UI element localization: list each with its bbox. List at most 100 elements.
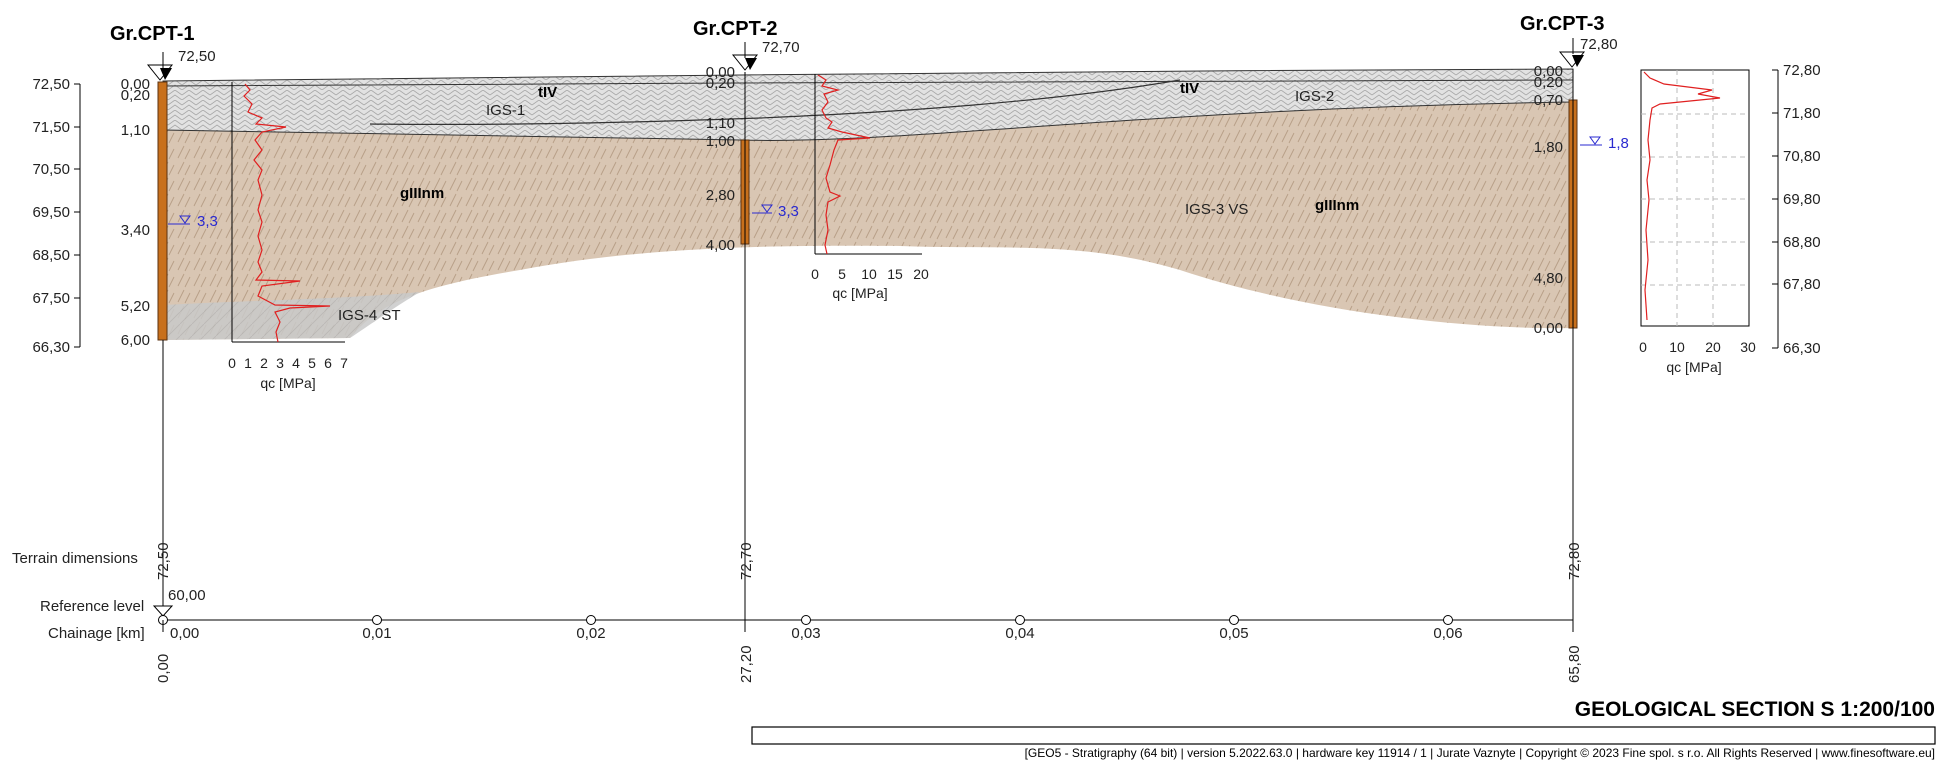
terrain-value: 72,80 [1566,542,1583,580]
soil-label-igs3: IGS-3 VS [1185,201,1248,218]
soil-label-gIIInm: gIIInm [1315,197,1359,214]
depth-label: 0,20 [1534,74,1563,91]
borehole-gr-cpt-3[interactable]: Gr.CPT-3 72,80 0,00 0,20 0,70 1,80 4,80 … [1520,13,1629,620]
borehole-name: Gr.CPT-1 [110,23,194,45]
elevation-marker-fill-icon [1572,55,1584,67]
cpt-tick: 0 [228,355,236,371]
borehole-gr-cpt-2[interactable]: Gr.CPT-2 72,70 0,00 0,20 1,10 1,00 2,80 … [693,18,800,620]
depth-label: 4,80 [1534,270,1563,287]
groundwater-icon [761,204,773,213]
soil-label-gIIInm: gIIInm [400,185,444,202]
chainage-tick: 0,01 [362,625,391,642]
terrain-value: 72,70 [738,542,755,580]
cpt-axis-label: qc [MPa] [1666,359,1721,375]
clay-layer-igs4 [163,292,420,340]
borehole-name: Gr.CPT-2 [693,18,777,40]
cpt-chart-3: 0 10 20 30 qc [MPa] [1639,69,1756,375]
left-axis-tick: 70,50 [32,161,70,178]
depth-label: 0,00 [121,76,150,93]
chainage-tick: 0,04 [1005,625,1034,642]
borehole-column [157,81,168,341]
groundwater-level: 3,3 [778,203,799,220]
chainage-tick: 0,03 [791,625,820,642]
borehole-chainage: 27,20 [738,645,755,683]
terrain-dimensions-row: Terrain dimensions 72,50 72,70 72,80 [12,542,1583,580]
left-elevation-axis: 72,50 71,50 70,50 69,50 68,50 67,50 66,3… [32,76,81,356]
borehole-name: Gr.CPT-3 [1520,13,1604,35]
left-axis-tick: 71,50 [32,119,70,136]
cpt-curve [817,74,871,255]
borehole-gr-cpt-1[interactable]: Gr.CPT-1 72,50 0,00 0,20 1,10 3,40 5,20 … [110,23,218,620]
left-axis-tick: 72,50 [32,76,70,93]
chainage-tick: 0,00 [170,625,199,642]
chainage-tick: 0,06 [1433,625,1462,642]
cpt-tick: 30 [1740,339,1756,355]
groundwater-icon [1589,136,1601,145]
chainage-axis: Chainage [km] 0,00 0,01 0,02 0,03 0,04 0… [48,615,1583,683]
cpt-tick: 15 [887,266,903,282]
cpt-curve [1643,71,1721,321]
clay-layer-gIIInm [163,102,1573,340]
cpt-tick: 20 [1705,339,1721,355]
cpt-tick: 1 [244,355,252,371]
borehole-elevation: 72,80 [1580,36,1618,53]
soil-label-igs4: IGS-4 ST [338,307,401,324]
right-axis-tick: 70,80 [1783,148,1821,165]
left-axis-tick: 69,50 [32,204,70,221]
cpt-axis-label: qc [MPa] [832,285,887,301]
cpt-tick: 5 [308,355,316,371]
depth-label: 1,00 [706,133,735,150]
section-title: GEOLOGICAL SECTION S 1:200/100 [1575,698,1935,721]
soil-label-igs1: IGS-1 [486,102,525,119]
depth-label: 5,20 [121,298,150,315]
footer-text: [GEO5 - Stratigraphy (64 bit) | version … [1025,746,1935,760]
cpt-tick: 3 [276,355,284,371]
cpt-curve [243,83,331,343]
layer-boundary [162,79,1574,87]
cpt-tick: 2 [260,355,268,371]
depth-label: 1,10 [706,115,735,132]
depth-label: 1,80 [1534,139,1563,156]
groundwater-level: 1,8 [1608,135,1629,152]
depth-label: 2,80 [706,187,735,204]
reference-level-icon [152,605,174,617]
cpt-tick: 20 [913,266,929,282]
right-axis-tick: 69,80 [1783,191,1821,208]
borehole-chainage: 0,00 [155,654,172,683]
borehole-chainage: 65,80 [1566,645,1583,683]
right-axis-tick: 71,80 [1783,105,1821,122]
chainage-label: Chainage [km] [48,625,145,642]
elevation-marker-fill-icon [745,58,757,70]
reference-level-label: Reference level [40,598,144,615]
chainage-tick: 0,02 [576,625,605,642]
left-axis-tick: 66,30 [32,339,70,356]
cpt-tick: 7 [340,355,348,371]
right-axis-tick: 68,80 [1783,234,1821,251]
depth-label: 4,00 [706,237,735,254]
reference-level-row: Reference level 60,00 [40,587,206,617]
depth-label: 0,20 [706,75,735,92]
elevation-marker-fill-icon [160,68,172,80]
depth-label: 0,20 [121,87,150,104]
borehole-elevation: 72,70 [762,39,800,56]
layer-boundary [369,79,1181,126]
cpt-axis-label: qc [MPa] [260,375,315,391]
right-axis-tick: 67,80 [1783,276,1821,293]
soil-profile [162,68,1574,340]
cpt-tick: 4 [292,355,300,371]
soil-label-igs2: IGS-2 [1295,88,1334,105]
right-elevation-axis: 72,80 71,80 70,80 69,80 68,80 67,80 66,3… [1772,62,1821,357]
borehole-elevation: 72,50 [178,48,216,65]
depth-label: 0,00 [1534,320,1563,337]
cpt-tick: 0 [811,266,819,282]
depth-label: 0,00 [1534,63,1563,80]
reference-level-value: 60,00 [168,587,206,604]
left-axis-tick: 67,50 [32,290,70,307]
soil-label-tIV: tIV [1180,80,1199,97]
chainage-tick: 0,05 [1219,625,1248,642]
soil-labels: tIV tIV IGS-1 IGS-2 gIIInm gIIInm IGS-3 … [338,80,1359,324]
depth-label: 3,40 [121,222,150,239]
depth-label: 0,00 [706,64,735,81]
terrain-value: 72,50 [155,542,172,580]
right-axis-tick: 72,80 [1783,62,1821,79]
